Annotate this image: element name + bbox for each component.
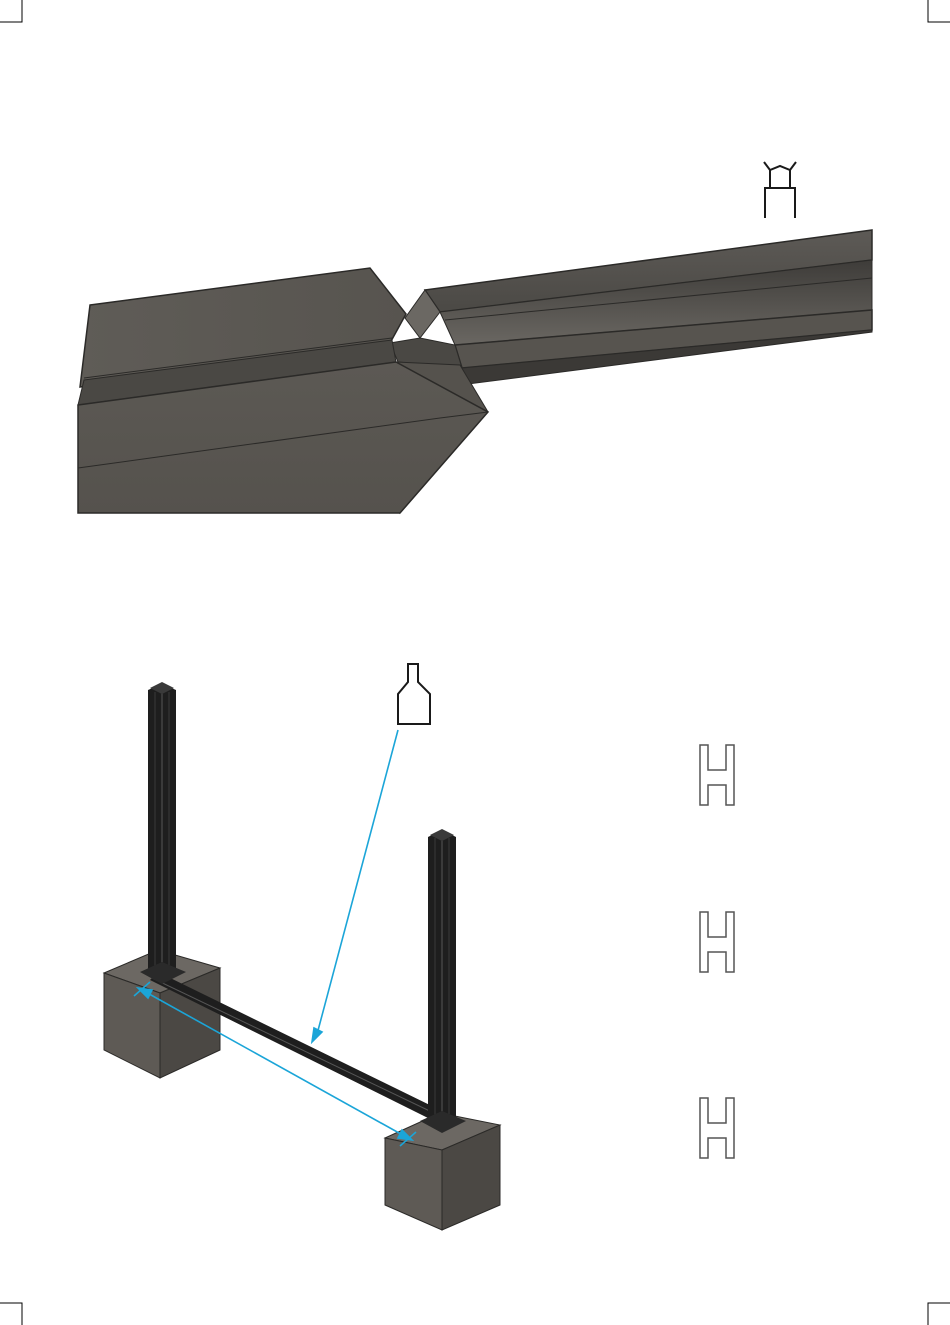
crop-mark-bottom-left [0, 1303, 22, 1325]
h-profile-icon-2 [700, 912, 734, 972]
figure-top-profile-detail [78, 162, 872, 513]
h-profile-icon-3 [700, 1098, 734, 1158]
h-profile-icon-1 [700, 745, 734, 805]
post-left [140, 682, 186, 984]
leader-line [312, 730, 398, 1042]
profile-end-cap-icon [764, 162, 796, 218]
extruded-profile [390, 230, 872, 384]
post-right [420, 829, 466, 1133]
profile-end-bracket-icon [398, 664, 430, 724]
figure-bottom-post-assembly [104, 664, 500, 1230]
crop-mark-bottom-right [928, 1303, 950, 1325]
h-profile-icons [700, 745, 734, 1158]
crop-mark-top-right [928, 0, 950, 22]
crop-mark-top-left [0, 0, 22, 22]
